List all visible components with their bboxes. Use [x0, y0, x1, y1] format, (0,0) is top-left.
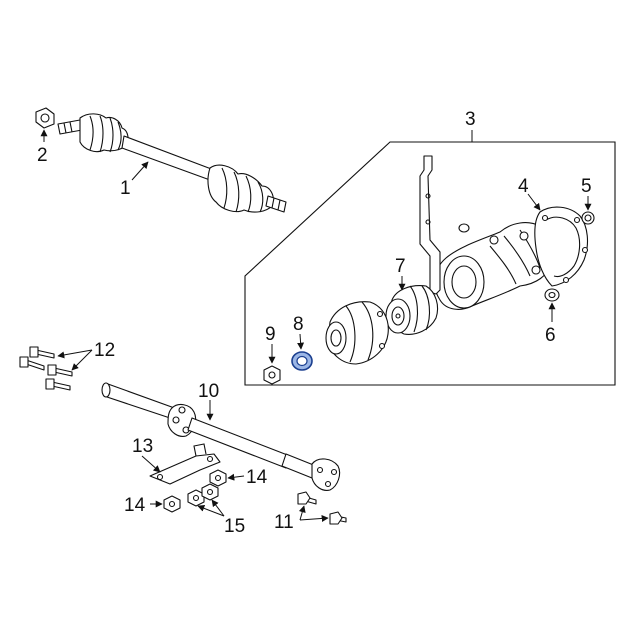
bolts-15[interactable] — [187, 483, 219, 507]
callout-8: 8 — [293, 314, 304, 335]
callout-5: 5 — [581, 176, 592, 197]
callout-13: 13 — [132, 436, 153, 457]
leader-lines — [40, 129, 592, 522]
callout-1: 1 — [120, 178, 131, 199]
half-shaft-assembly[interactable] — [57, 113, 287, 213]
drain-washer[interactable] — [544, 288, 560, 302]
breather-bracket — [419, 155, 441, 295]
differential-cover[interactable] — [534, 206, 589, 287]
bolt-14-left[interactable] — [163, 495, 181, 513]
drive-shaft[interactable] — [101, 382, 341, 491]
callout-2: 2 — [37, 145, 48, 166]
callout-14-left: 14 — [124, 495, 146, 516]
coupling-assembly[interactable] — [385, 285, 439, 335]
bolt-14-right[interactable] — [209, 469, 227, 487]
bolts-11[interactable] — [297, 491, 347, 525]
fill-plug[interactable] — [581, 211, 595, 225]
callout-12: 12 — [94, 340, 115, 361]
callout-3: 3 — [465, 109, 476, 130]
callout-14-right: 14 — [246, 467, 268, 488]
pinion-housing[interactable] — [325, 301, 389, 365]
differential-group-outline — [244, 141, 616, 386]
callout-6: 6 — [545, 325, 556, 346]
callout-11: 11 — [274, 512, 294, 533]
callout-7: 7 — [395, 256, 406, 277]
axle-nut[interactable] — [35, 107, 55, 129]
callout-15: 15 — [224, 516, 245, 537]
callout-9: 9 — [265, 324, 276, 345]
bolts-group-12[interactable] — [19, 346, 73, 391]
differential-housing[interactable] — [434, 222, 555, 310]
pinion-nut[interactable] — [263, 365, 281, 385]
pinion-seal[interactable] — [291, 351, 313, 371]
callout-10: 10 — [198, 381, 219, 402]
center-bearing-bracket[interactable] — [149, 443, 221, 485]
callout-4: 4 — [518, 176, 529, 197]
